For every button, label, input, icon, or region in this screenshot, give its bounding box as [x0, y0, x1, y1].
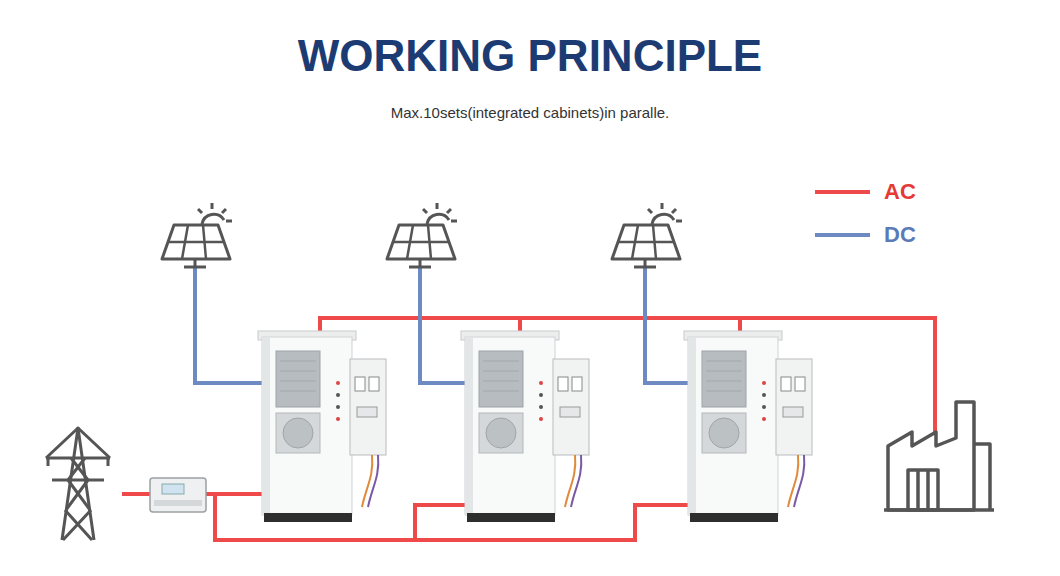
solar-panel	[387, 203, 457, 267]
diagram-title: WORKING PRINCIPLE	[298, 30, 762, 83]
solar-panel	[162, 203, 232, 267]
energy-meter	[150, 478, 206, 512]
ac-legend-line	[815, 190, 870, 194]
storage-cabinet	[461, 331, 589, 522]
storage-cabinet	[258, 331, 386, 522]
solar-panel	[612, 203, 682, 267]
ac-wiring	[122, 318, 935, 540]
legend-label: AC	[884, 179, 916, 205]
dc-legend-line	[815, 233, 870, 237]
diagram-caption: Max.10sets(integrated cabinets)in parall…	[391, 104, 669, 122]
factory-load	[884, 402, 994, 510]
power-pylon	[46, 428, 110, 540]
storage-cabinet	[684, 331, 812, 522]
legend-label: DC	[884, 222, 916, 248]
